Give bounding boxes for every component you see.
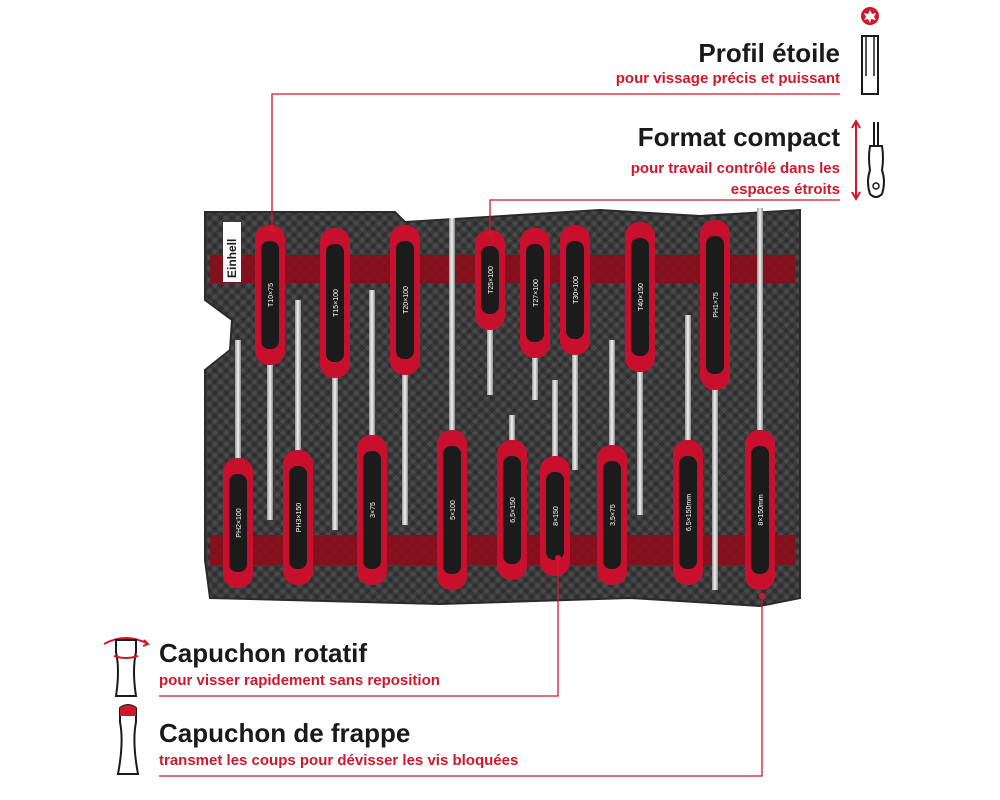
leader-line-frappe bbox=[159, 596, 763, 777]
tool-size-label: PH1×75 bbox=[713, 292, 720, 318]
feature-title: Capuchon de frappe bbox=[159, 718, 411, 748]
tool-size-label: T10×75 bbox=[268, 283, 275, 307]
tool-size-label: 8×150 bbox=[553, 506, 560, 526]
feature-title: Capuchon rotatif bbox=[159, 638, 367, 668]
screwdriver: T30×100 bbox=[560, 225, 590, 470]
tool-size-label: 6,5×150mm bbox=[686, 494, 693, 531]
leader-line-rotatif bbox=[159, 560, 559, 697]
screwdriver: 6,5×150mm bbox=[673, 315, 703, 585]
screwdriver: 6,5×150 bbox=[497, 415, 527, 580]
screwdriver: T40×150 bbox=[625, 222, 655, 515]
screwdriver: 8×150 bbox=[540, 380, 570, 576]
tool-size-label: 5×100 bbox=[450, 500, 457, 520]
tool-size-label: T20×100 bbox=[403, 286, 410, 314]
tool-size-label: T25×100 bbox=[488, 266, 495, 294]
screwdriver: T10×75 bbox=[255, 225, 285, 520]
screwdriver: 3×75 bbox=[357, 290, 387, 585]
feature-subtitle: pour vissage précis et puissant bbox=[615, 70, 840, 87]
tool-size-label: T27×100 bbox=[533, 279, 540, 307]
screwdriver: T15×100 bbox=[320, 228, 350, 530]
svg-text:Einhell: Einhell bbox=[225, 239, 239, 278]
tool-size-label: PH2×100 bbox=[236, 508, 243, 537]
leader-line-profil bbox=[271, 93, 840, 228]
torx-bit-icon bbox=[861, 7, 879, 95]
screwdriver: 3,5×75 bbox=[597, 340, 627, 585]
feature-capuchon-rotatif: Capuchon rotatif pour visser rapidement … bbox=[159, 638, 579, 691]
screwdriver: T20×100 bbox=[390, 225, 420, 525]
compact-screwdriver-icon bbox=[851, 118, 885, 202]
screwdriver: T27×100 bbox=[520, 228, 550, 400]
brand-logo: Einhell bbox=[223, 222, 241, 282]
tool-size-label: T15×100 bbox=[333, 289, 340, 317]
rotating-cap-icon bbox=[103, 637, 150, 697]
screwdriver: T25×100 bbox=[475, 230, 505, 395]
screwdriver: PH3×150 bbox=[283, 300, 313, 585]
feature-title: Format compact bbox=[637, 122, 840, 152]
feature-subtitle: transmet les coups pour dévisser les vis… bbox=[159, 752, 519, 769]
feature-subtitle: pour travail contrôlé dans les espaces é… bbox=[630, 160, 840, 198]
screwdriver: PH1×75 bbox=[700, 220, 730, 590]
leader-line-compact bbox=[489, 199, 840, 232]
feature-profil-etoile: Profil étoile pour vissage précis et pui… bbox=[440, 38, 840, 89]
tool-size-label: T40×150 bbox=[638, 283, 645, 311]
tool-size-label: 3,5×75 bbox=[610, 504, 617, 526]
tool-size-label: T30×100 bbox=[573, 276, 580, 304]
screwdriver: PH2×100 bbox=[223, 340, 253, 588]
impact-cap-icon bbox=[116, 704, 140, 775]
feature-title: Profil étoile bbox=[698, 38, 840, 68]
tool-size-label: PH3×150 bbox=[296, 503, 303, 532]
tool-size-label: 6,5×150 bbox=[510, 497, 517, 523]
leader-lines bbox=[159, 93, 840, 777]
screwdriver: 8×150mm bbox=[745, 208, 775, 590]
screwdriver: 5×100 bbox=[437, 218, 467, 590]
feature-capuchon-frappe: Capuchon de frappe transmet les coups po… bbox=[159, 718, 619, 771]
feature-subtitle: pour visser rapidement sans reposition bbox=[159, 672, 440, 689]
tool-size-label: 8×150mm bbox=[758, 494, 765, 525]
tool-size-label: 3×75 bbox=[370, 502, 377, 518]
feature-format-compact: Format compact pour travail contrôlé dan… bbox=[440, 122, 840, 200]
